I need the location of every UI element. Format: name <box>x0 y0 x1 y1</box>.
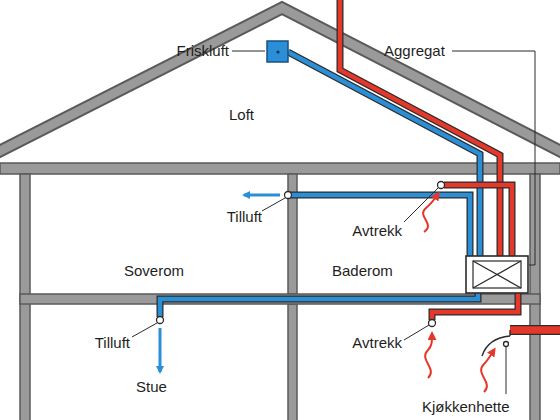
roof-outline <box>0 8 560 153</box>
supply-arrow <box>244 194 280 197</box>
inner-wall <box>288 304 297 420</box>
part-label: Kjøkkenhette <box>422 398 510 416</box>
ducts <box>160 0 560 330</box>
valves <box>157 182 509 347</box>
part-label: Avtrekk <box>352 334 402 352</box>
part-label: Tilluft <box>95 334 130 352</box>
part-label: Friskluft <box>177 42 230 60</box>
fresh-air-intake <box>267 41 288 62</box>
air-handling-unit <box>466 256 528 293</box>
part-label: Aggregat <box>384 42 445 60</box>
attic-floor <box>0 163 560 174</box>
room-label: Stue <box>136 378 167 396</box>
supply-arrow <box>159 328 162 372</box>
part-label: Tilluft <box>227 208 262 226</box>
room-label: Loft <box>229 106 254 124</box>
roof <box>0 8 560 153</box>
leader-lines <box>132 51 535 394</box>
exhaust-arrow <box>423 194 494 392</box>
room-label: Baderom <box>332 262 393 280</box>
room-label: Soverom <box>124 262 184 280</box>
part-label: Avtrekk <box>352 222 402 240</box>
